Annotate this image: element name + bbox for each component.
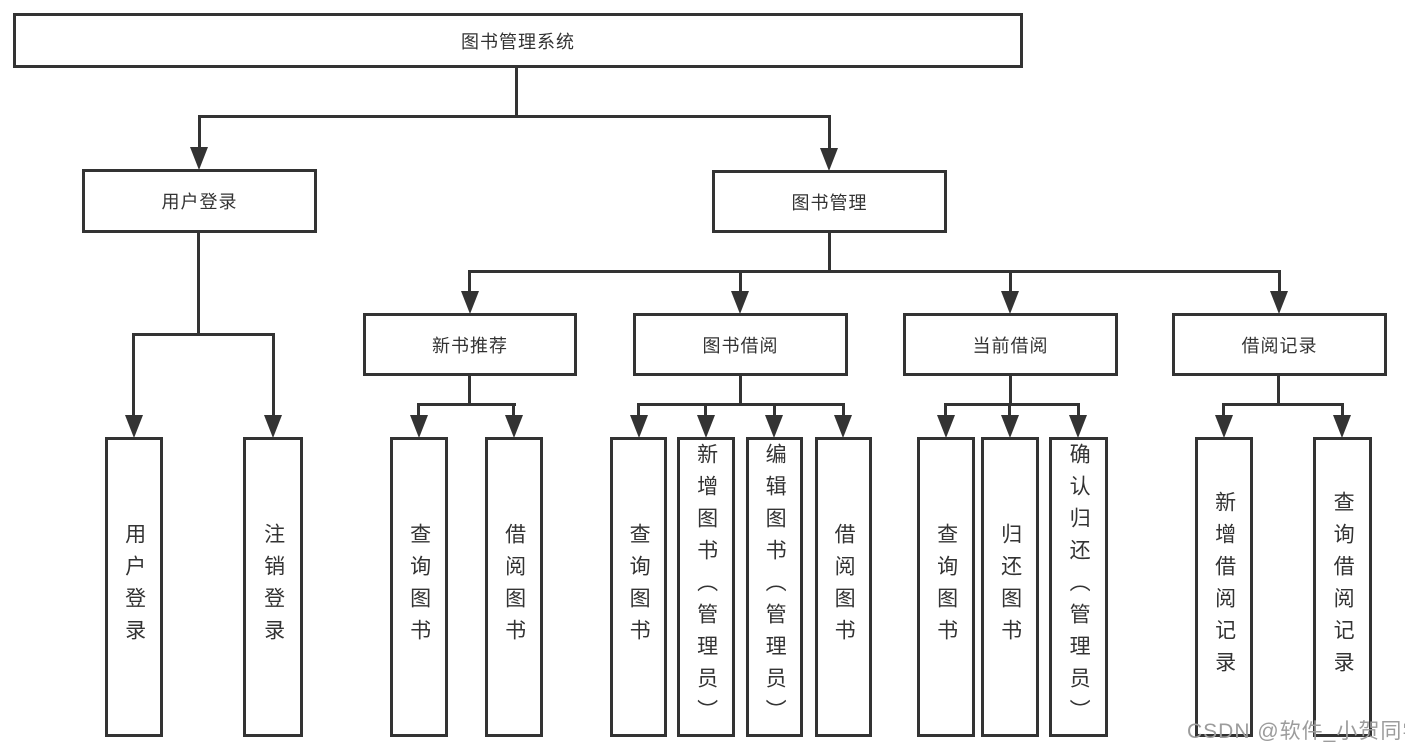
- connector-recommend-stem-1: [417, 403, 420, 418]
- connector-records-stem-1: [1222, 403, 1225, 418]
- connector-level3-stem-1: [468, 270, 471, 295]
- leaf-add-borrow-record-label: 新增借阅记录: [1212, 491, 1236, 683]
- arrow-down-icon: [731, 291, 749, 314]
- arrow-down-icon: [820, 148, 838, 171]
- arrow-down-icon: [937, 415, 955, 438]
- arrow-down-icon: [1069, 415, 1087, 438]
- connector-borrow-hline: [637, 403, 845, 406]
- leaf-logout: 注销登录: [243, 437, 303, 737]
- connector-current-stub: [1009, 376, 1012, 406]
- connector-borrow-stem-3: [773, 403, 776, 418]
- leaf-query-books-recommend-label: 查询图书: [407, 523, 431, 651]
- connector-userlogin-stem-right: [272, 333, 275, 418]
- arrow-down-icon: [1215, 415, 1233, 438]
- connector-recommend-stub: [468, 376, 471, 406]
- leaf-confirm-return-admin: 确认归还（管理员）: [1049, 437, 1108, 737]
- arrow-down-icon: [630, 415, 648, 438]
- connector-level3-stem-3: [1009, 270, 1012, 295]
- arrow-down-icon: [125, 415, 143, 438]
- leaf-return-book-label: 归还图书: [998, 523, 1022, 651]
- arrow-down-icon: [1270, 291, 1288, 314]
- node-current-borrow: 当前借阅: [903, 313, 1118, 376]
- arrow-down-icon: [1001, 291, 1019, 314]
- node-new-book-recommend: 新书推荐: [363, 313, 577, 376]
- node-book-management-label: 图书管理: [791, 192, 868, 213]
- leaf-borrow-books-borrow: 借阅图书: [815, 437, 872, 737]
- connector-borrow-stem-2: [704, 403, 707, 418]
- arrow-down-icon: [765, 415, 783, 438]
- arrow-down-icon: [190, 147, 208, 170]
- arrow-down-icon: [264, 415, 282, 438]
- connector-level3-stem-4: [1278, 270, 1281, 295]
- leaf-edit-book-admin: 编辑图书（管理员）: [746, 437, 803, 737]
- leaf-query-borrow-record: 查询借阅记录: [1313, 437, 1372, 737]
- leaf-confirm-return-admin-label: 确认归还（管理员）: [1067, 443, 1091, 731]
- leaf-add-book-admin: 新增图书（管理员）: [677, 437, 735, 737]
- connector-level3-stem-2: [739, 270, 742, 295]
- leaf-borrow-books-borrow-label: 借阅图书: [832, 523, 856, 651]
- leaf-borrow-books-recommend-label: 借阅图书: [502, 523, 526, 651]
- connector-level3-hline: [468, 270, 1281, 273]
- node-root-label: 图书管理系统: [461, 31, 575, 52]
- node-borrow-records-label: 借阅记录: [1241, 335, 1318, 356]
- arrow-down-icon: [505, 415, 523, 438]
- leaf-add-borrow-record: 新增借阅记录: [1195, 437, 1253, 737]
- leaf-logout-label: 注销登录: [261, 523, 285, 651]
- connector-root-stub: [515, 68, 518, 118]
- connector-bookmgmt-stub: [828, 233, 831, 273]
- leaf-borrow-books-recommend: 借阅图书: [485, 437, 543, 737]
- connector-recommend-stem-2: [512, 403, 515, 418]
- leaf-query-books-current: 查询图书: [917, 437, 975, 737]
- csdn-watermark: CSDN @软件_小贺同学: [1187, 720, 1405, 743]
- connector-recommend-hline: [417, 403, 516, 406]
- connector-userlogin-stem-left: [132, 333, 135, 418]
- leaf-query-books-recommend: 查询图书: [390, 437, 448, 737]
- arrow-down-icon: [1333, 415, 1351, 438]
- connector-records-stem-2: [1341, 403, 1344, 418]
- connector-records-hline: [1222, 403, 1344, 406]
- connector-borrow-stem-4: [842, 403, 845, 418]
- node-current-borrow-label: 当前借阅: [972, 335, 1049, 356]
- node-book-management: 图书管理: [712, 170, 947, 233]
- arrow-down-icon: [1001, 415, 1019, 438]
- leaf-user-login: 用户登录: [105, 437, 163, 737]
- connector-current-stem-1: [944, 403, 947, 418]
- node-new-book-recommend-label: 新书推荐: [432, 335, 508, 356]
- leaf-query-books-borrow-label: 查询图书: [627, 523, 651, 651]
- connector-current-hline: [944, 403, 1080, 406]
- connector-borrow-stub: [739, 376, 742, 406]
- connector-borrow-stem-1: [637, 403, 640, 418]
- connector-level2-stem-right: [828, 115, 831, 153]
- connector-userlogin-stub: [197, 233, 200, 336]
- node-user-login-label: 用户登录: [161, 192, 238, 212]
- connector-userlogin-hline: [132, 333, 275, 336]
- leaf-edit-book-admin-label: 编辑图书（管理员）: [763, 443, 787, 731]
- arrow-down-icon: [410, 415, 428, 438]
- node-borrow-records: 借阅记录: [1172, 313, 1387, 376]
- node-book-borrow: 图书借阅: [633, 313, 848, 376]
- connector-level2-hline: [198, 115, 831, 118]
- leaf-add-book-admin-label: 新增图书（管理员）: [694, 443, 718, 731]
- connector-records-stub: [1277, 376, 1280, 406]
- connector-current-stem-2: [1008, 403, 1011, 418]
- node-book-borrow-label: 图书借阅: [702, 335, 779, 356]
- leaf-return-book: 归还图书: [981, 437, 1039, 737]
- leaf-user-login-label: 用户登录: [122, 523, 146, 651]
- leaf-query-books-borrow: 查询图书: [610, 437, 667, 737]
- arrow-down-icon: [697, 415, 715, 438]
- arrow-down-icon: [461, 291, 479, 314]
- leaf-query-borrow-record-label: 查询借阅记录: [1331, 491, 1355, 683]
- connector-current-stem-3: [1077, 403, 1080, 418]
- node-root: 图书管理系统: [13, 13, 1023, 68]
- leaf-query-books-current-label: 查询图书: [934, 523, 958, 651]
- connector-level2-stem-left: [198, 115, 201, 153]
- arrow-down-icon: [834, 415, 852, 438]
- node-user-login: 用户登录: [82, 169, 317, 233]
